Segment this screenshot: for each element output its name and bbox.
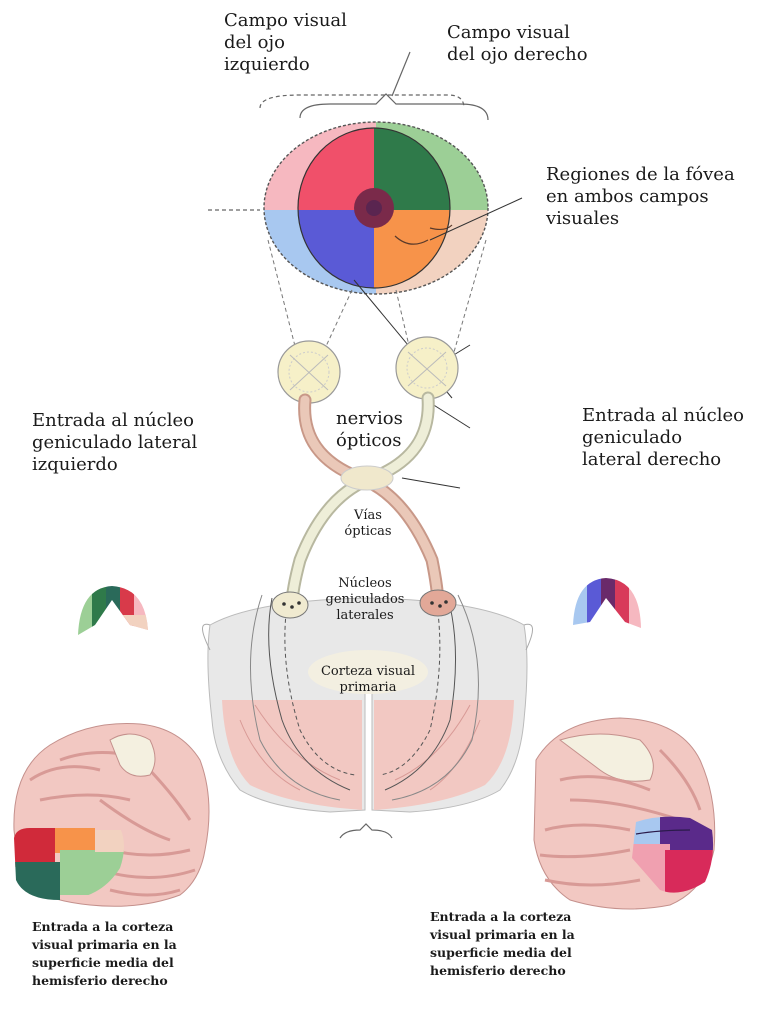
fovea-regions-label: Regiones de la fóvea en ambos campos vis…	[546, 164, 735, 230]
bottom-brace	[340, 824, 392, 838]
left-hemisphere	[10, 723, 209, 907]
right-lgn-input-label: Entrada al núcleo geniculado lateral der…	[582, 405, 744, 471]
primary-visual-cortex-label: Corteza visual primaria	[298, 664, 438, 696]
left-lgn-input-fan	[70, 580, 152, 640]
lgn-nuclei-label: Núcleos geniculados laterales	[310, 576, 420, 624]
right-lgn-input-fan	[565, 575, 645, 635]
left-lgn-input-label: Entrada al núcleo geniculado lateral izq…	[32, 410, 197, 476]
optic-tracts-label: Vías ópticas	[338, 508, 398, 540]
left-eye	[278, 341, 340, 403]
right-eye	[396, 337, 458, 399]
optic-nerves-label: nervios ópticos	[336, 408, 403, 452]
left-eye-field-label: Campo visual del ojo izquierdo	[224, 10, 347, 76]
right-eye-field-label: Campo visual del ojo derecho	[447, 22, 588, 66]
right-cortex-input-label: Entrada a la corteza visual primaria en …	[430, 908, 575, 981]
left-cortex-input-label: Entrada a la corteza visual primaria en …	[32, 918, 177, 991]
brain-coronal-section	[203, 598, 533, 812]
right-hemisphere	[534, 718, 716, 909]
visual-field-oval	[262, 120, 490, 300]
